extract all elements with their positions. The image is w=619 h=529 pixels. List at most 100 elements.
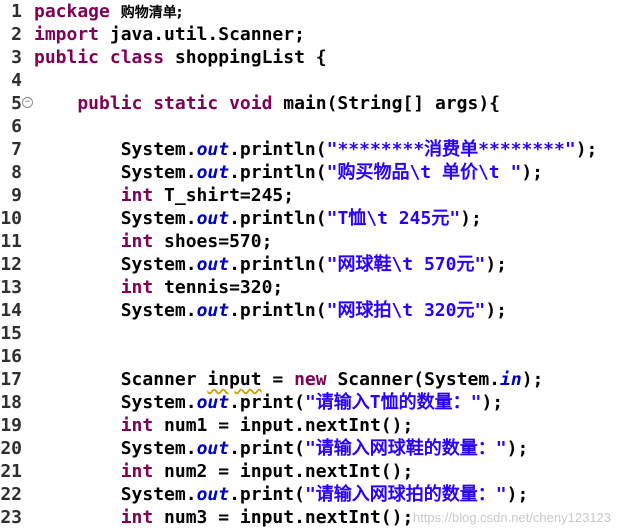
code-line[interactable]: 1 package 购物清单; bbox=[0, 0, 619, 23]
code-token: Scanner bbox=[34, 369, 208, 390]
code-text: int num1 = input.nextInt(); bbox=[34, 414, 414, 437]
fold-toggle-icon[interactable]: − bbox=[22, 97, 33, 108]
field-token: out bbox=[196, 254, 230, 275]
code-line[interactable]: 12 System.out.println("网球鞋\t 570元"); bbox=[0, 253, 619, 276]
line-number: 23 bbox=[0, 507, 22, 528]
code-line[interactable]: 4 bbox=[0, 69, 619, 92]
code-text: System.out.println("T恤\t 245元"); bbox=[34, 207, 482, 230]
code-token: ); bbox=[506, 438, 529, 459]
code-text: int num3 = input.nextInt(); bbox=[34, 506, 414, 529]
field-token: out bbox=[196, 139, 230, 160]
code-text: System.out.println("购买物品\t 单价\t "); bbox=[34, 161, 543, 184]
code-token: 购物清单; bbox=[120, 5, 183, 21]
line-number: 10 bbox=[0, 208, 22, 229]
code-line[interactable]: 11 int shoes=570; bbox=[0, 230, 619, 253]
code-token: java.util.Scanner; bbox=[109, 24, 305, 45]
code-line[interactable]: 7 System.out.println("********消费单*******… bbox=[0, 138, 619, 161]
code-line[interactable]: 9 int T_shirt=245; bbox=[0, 184, 619, 207]
code-token: num1 = input.nextInt(); bbox=[164, 415, 414, 436]
code-token: ); bbox=[485, 300, 508, 321]
code-line[interactable]: 13 int tennis=320; bbox=[0, 276, 619, 299]
keyword-token: int bbox=[34, 415, 165, 436]
line-number: 12 bbox=[0, 254, 22, 275]
code-token: shoes=570; bbox=[164, 231, 273, 252]
string-token: "请输入网球鞋的数量：" bbox=[304, 438, 507, 459]
code-line[interactable]: 5− public static void main(String[] args… bbox=[0, 92, 619, 115]
line-number: 16 bbox=[0, 346, 22, 367]
code-text: System.out.print("请输入网球拍的数量："); bbox=[34, 483, 529, 506]
string-token: "网球鞋\t 570元" bbox=[326, 254, 486, 275]
line-number: 7 bbox=[11, 139, 22, 160]
line-number: 13 bbox=[0, 277, 22, 298]
code-line[interactable]: 2 import java.util.Scanner; bbox=[0, 23, 619, 46]
field-token: out bbox=[196, 162, 230, 183]
code-text: System.out.print("请输入T恤的数量："); bbox=[34, 391, 503, 414]
code-line[interactable]: 15 bbox=[0, 322, 619, 345]
code-token: System. bbox=[34, 300, 197, 321]
code-token: .print( bbox=[229, 392, 305, 413]
keyword-token: import bbox=[34, 24, 110, 45]
code-token: shoppingList { bbox=[174, 47, 327, 68]
line-number: 5 bbox=[11, 93, 22, 114]
code-token: args bbox=[434, 93, 479, 114]
code-line[interactable]: 14 System.out.println("网球拍\t 320元"); bbox=[0, 299, 619, 322]
code-text: import java.util.Scanner; bbox=[34, 23, 305, 46]
string-token: "请输入网球拍的数量：" bbox=[304, 484, 507, 505]
line-number: 8 bbox=[11, 162, 22, 183]
string-token: "********消费单********" bbox=[326, 139, 576, 160]
code-line[interactable]: 22 System.out.print("请输入网球拍的数量："); bbox=[0, 483, 619, 506]
line-number: 22 bbox=[0, 484, 22, 505]
code-line[interactable]: 6 bbox=[0, 115, 619, 138]
code-line[interactable]: 8 System.out.println("购买物品\t 单价\t "); bbox=[0, 161, 619, 184]
keyword-token: package bbox=[34, 1, 121, 22]
code-line[interactable]: 18 System.out.print("请输入T恤的数量："); bbox=[0, 391, 619, 414]
line-number: 20 bbox=[0, 438, 22, 459]
keyword-token: int bbox=[34, 231, 165, 252]
code-token: T_shirt=245; bbox=[164, 185, 295, 206]
code-line[interactable]: 21 int num2 = input.nextInt(); bbox=[0, 460, 619, 483]
keyword-token: int bbox=[34, 507, 165, 528]
line-number: 1 bbox=[11, 1, 22, 22]
field-token: out bbox=[196, 300, 230, 321]
code-text: package 购物清单; bbox=[34, 0, 182, 25]
code-line[interactable]: 20 System.out.print("请输入网球鞋的数量："); bbox=[0, 437, 619, 460]
string-token: "购买物品\t 单价\t " bbox=[326, 162, 522, 183]
code-token: = bbox=[261, 369, 295, 390]
line-number: 3 bbox=[11, 47, 22, 68]
line-number: 14 bbox=[0, 300, 22, 321]
code-token: System. bbox=[34, 208, 197, 229]
code-token: .print( bbox=[229, 484, 305, 505]
string-token: "网球拍\t 320元" bbox=[326, 300, 486, 321]
line-number: 11 bbox=[0, 231, 22, 252]
code-line[interactable]: 23 int num3 = input.nextInt(); bbox=[0, 506, 619, 529]
code-token: ); bbox=[506, 484, 529, 505]
string-token: "请输入T恤的数量：" bbox=[304, 392, 482, 413]
code-text: System.out.print("请输入网球鞋的数量："); bbox=[34, 437, 529, 460]
code-token: .print( bbox=[229, 438, 305, 459]
code-token: ){ bbox=[478, 93, 501, 114]
code-token: .println( bbox=[229, 300, 327, 321]
code-text: int shoes=570; bbox=[34, 230, 273, 253]
code-token: .println( bbox=[229, 208, 327, 229]
code-token: .println( bbox=[229, 254, 327, 275]
code-line[interactable]: 10 System.out.println("T恤\t 245元"); bbox=[0, 207, 619, 230]
keyword-token: public static void bbox=[34, 93, 284, 114]
code-token: num2 = input.nextInt(); bbox=[164, 461, 414, 482]
line-number: 2 bbox=[11, 24, 22, 45]
line-number: 19 bbox=[0, 415, 22, 436]
code-token: System. bbox=[34, 392, 197, 413]
code-text: Scanner input = new Scanner(System.in); bbox=[34, 368, 544, 391]
keyword-token: new bbox=[294, 369, 338, 390]
code-token: System. bbox=[34, 438, 197, 459]
code-token: Scanner(System. bbox=[337, 369, 501, 390]
code-text: public static void main(String[] args){ bbox=[34, 92, 500, 115]
code-line[interactable]: 19 int num1 = input.nextInt(); bbox=[0, 414, 619, 437]
line-number: 6 bbox=[11, 116, 22, 137]
code-line[interactable]: 16 bbox=[0, 345, 619, 368]
code-token: .println( bbox=[229, 162, 327, 183]
warning-token: input bbox=[207, 369, 262, 390]
line-number: 18 bbox=[0, 392, 22, 413]
code-line[interactable]: 17 Scanner input = new Scanner(System.in… bbox=[0, 368, 619, 391]
